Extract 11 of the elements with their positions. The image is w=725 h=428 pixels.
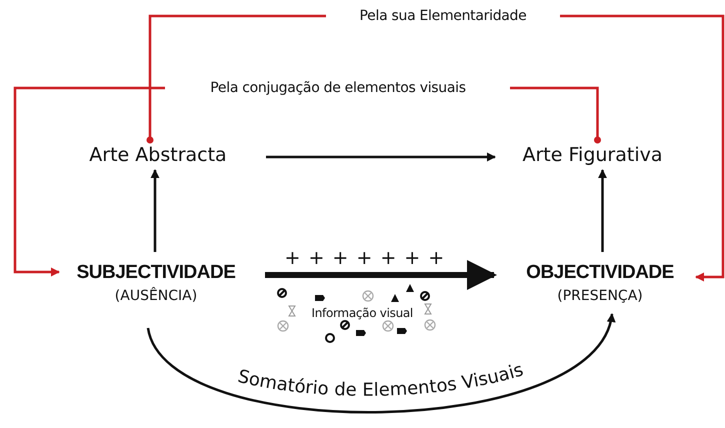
concept-subtitle: (PRESENÇA)	[556, 288, 644, 304]
concept-subtitle: (AUSÊNCIA)	[114, 288, 198, 304]
caption-text: Informação visual	[312, 306, 413, 320]
edge-label: Somatório de Elementos Visuais	[236, 359, 526, 401]
concept-heading: OBJECTIVIDADE	[525, 262, 675, 284]
connector-caption: Pela sua Elementaridade	[358, 8, 528, 24]
concept-label: Arte Figurativa	[522, 144, 664, 166]
concept-heading: SUBJECTIVIDADE	[76, 262, 236, 284]
concept-label: Arte Abstracta	[88, 144, 228, 166]
plus-signs: + + + + + + +	[284, 247, 446, 269]
connector-caption: Pela conjugação de elementos visuais	[209, 80, 467, 96]
